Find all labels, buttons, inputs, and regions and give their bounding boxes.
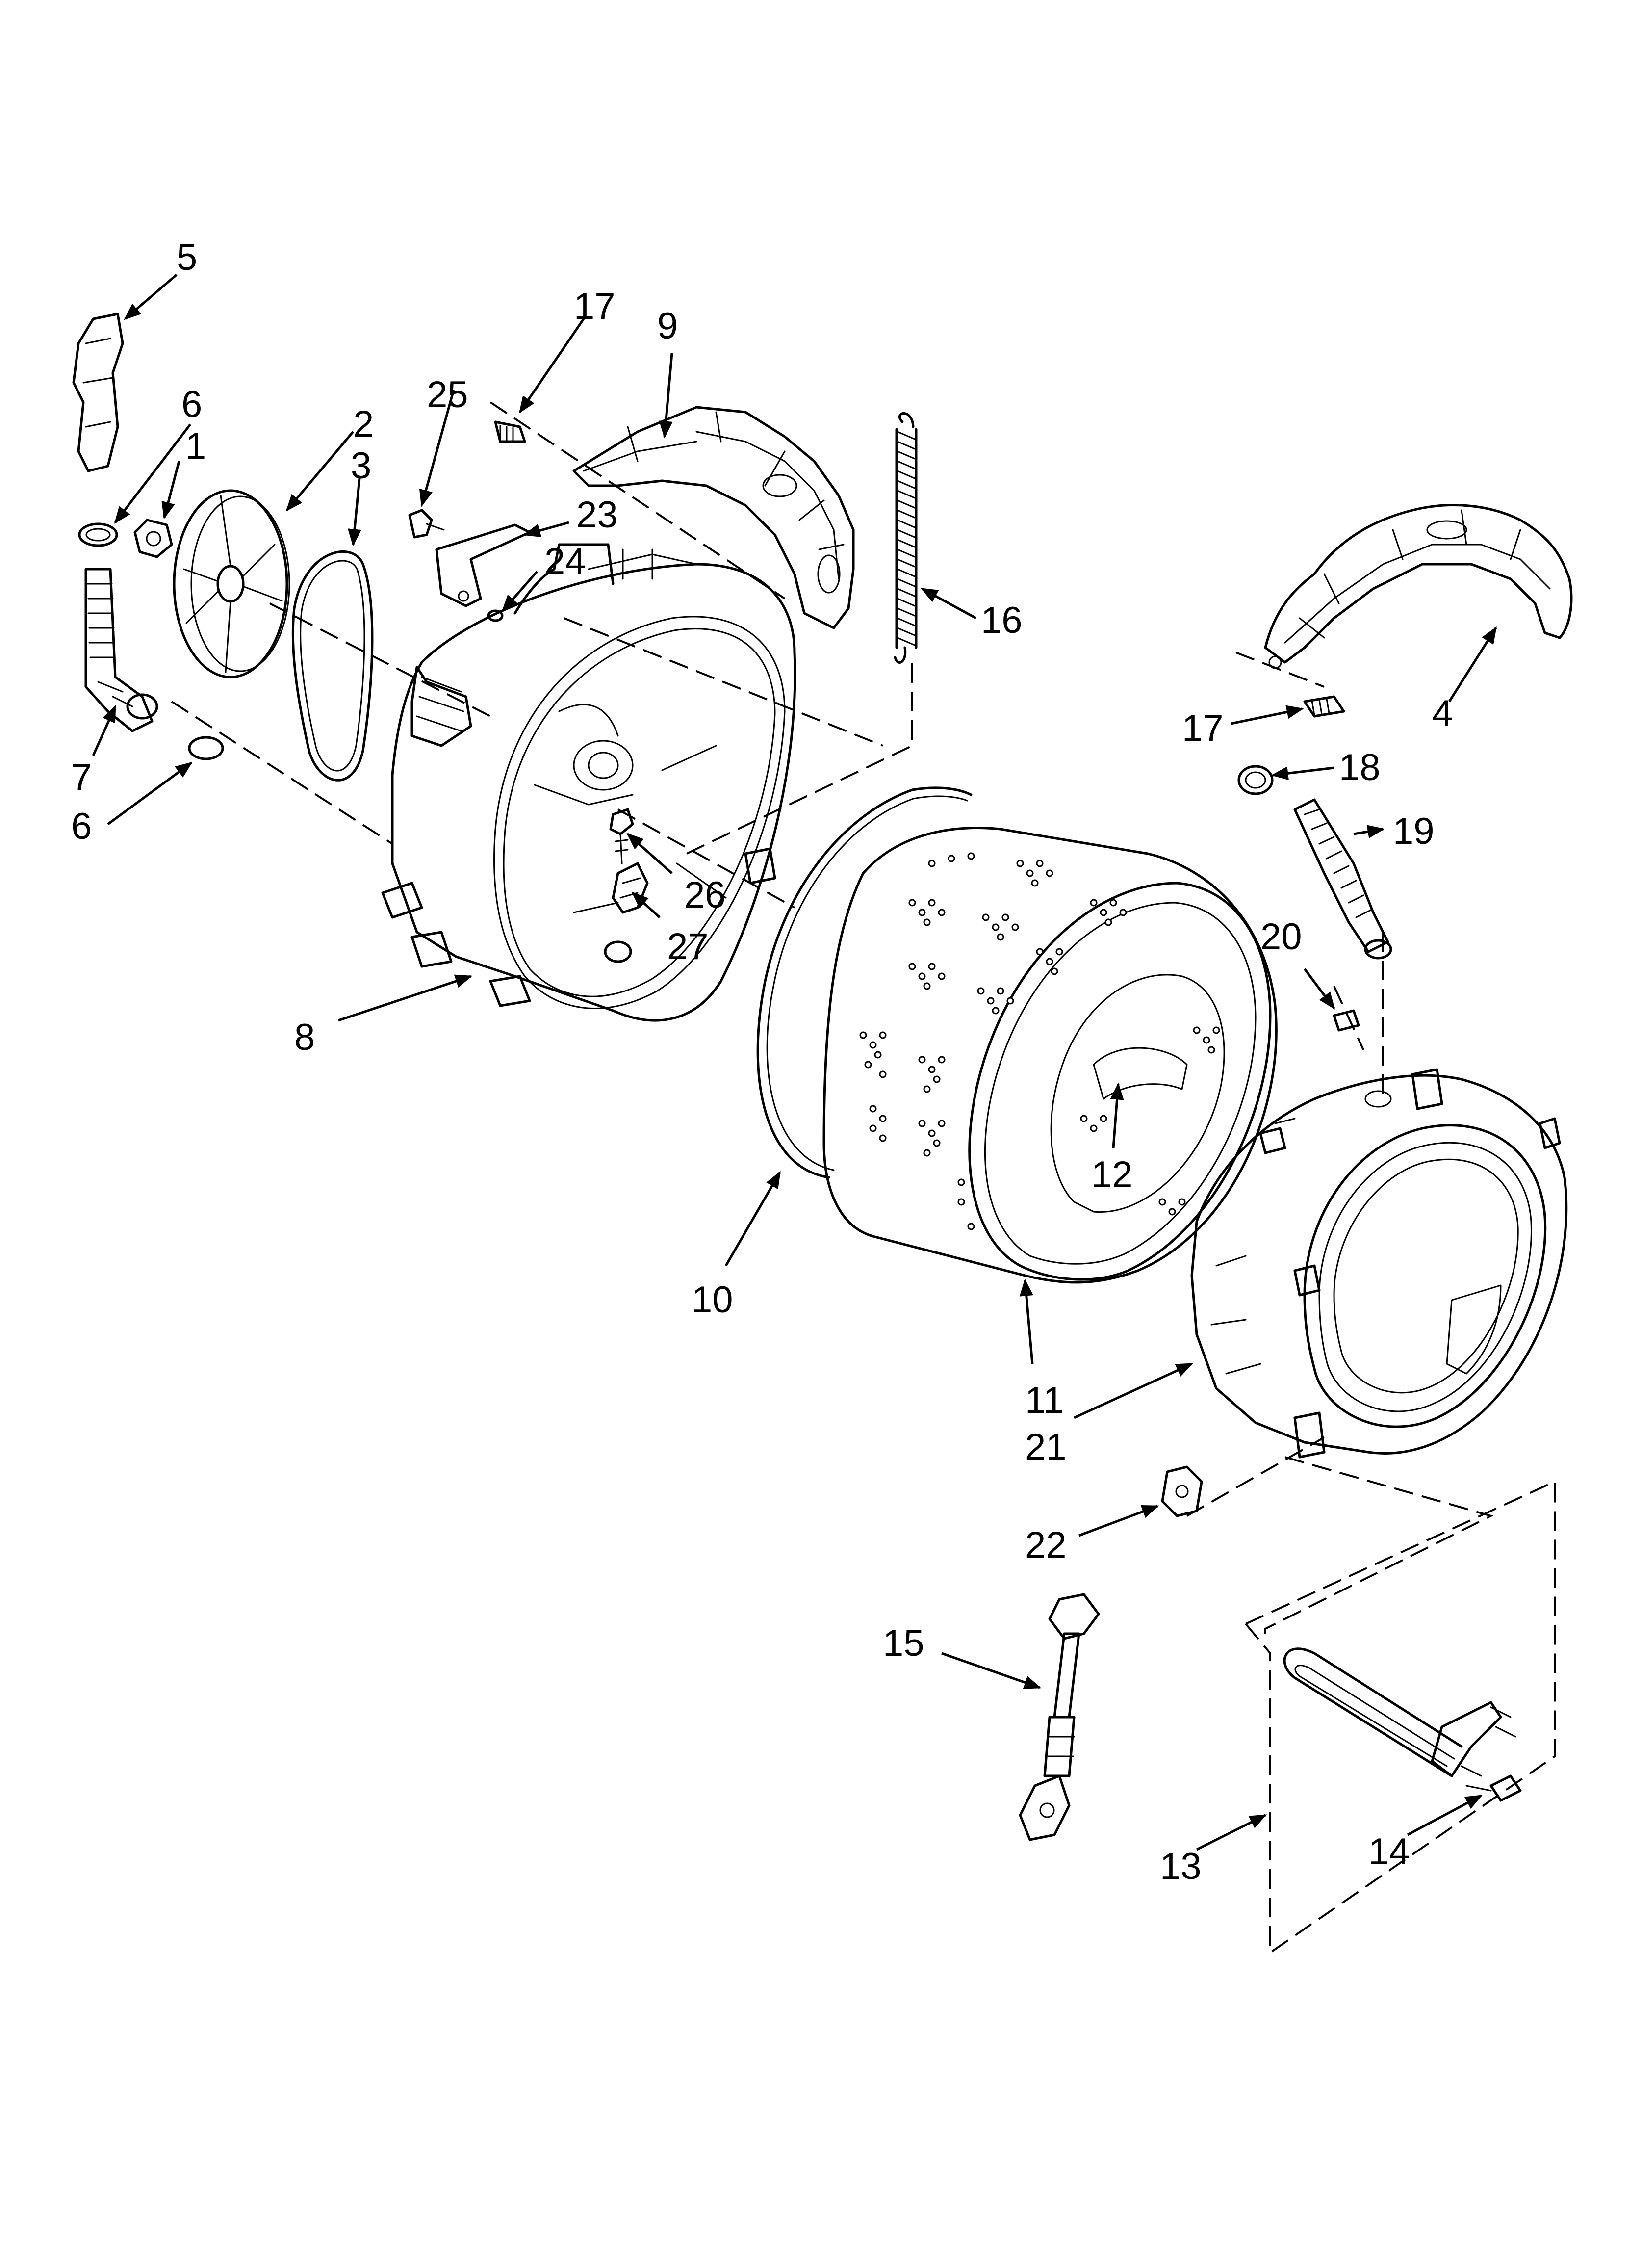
part-13-heater-group xyxy=(1245,1480,1556,1955)
part-15-damper xyxy=(1019,1593,1100,1841)
callout-1: 1 xyxy=(185,425,206,467)
callout-9: 9 xyxy=(657,305,678,347)
callout-11: 11 xyxy=(1025,1380,1064,1421)
part-24-washer xyxy=(487,609,504,622)
part-27-clip xyxy=(604,862,649,963)
callout-2: 2 xyxy=(353,403,374,445)
part-9-counterweight xyxy=(572,406,855,629)
part-1-nut xyxy=(133,519,173,558)
part-19-hose xyxy=(1293,798,1392,960)
callout-8: 8 xyxy=(294,1017,315,1058)
part-18-clamp xyxy=(1237,765,1274,795)
part-6-clamp-lower xyxy=(188,736,224,760)
callout-6-lower: 6 xyxy=(71,806,92,847)
callout-7: 7 xyxy=(71,756,92,798)
callout-20: 20 xyxy=(1260,916,1302,958)
part-5-bracket xyxy=(72,313,124,472)
part-7-hose xyxy=(84,568,158,732)
part-10-seal-ring xyxy=(756,786,973,1179)
callout-labels: 5 6 1 2 3 25 17 9 23 24 16 7 6 26 27 8 1… xyxy=(71,236,1453,1887)
part-14-heating-element xyxy=(1283,1647,1522,1802)
callout-13: 13 xyxy=(1160,1846,1202,1887)
part-16-spring xyxy=(894,412,918,664)
assembly-lines xyxy=(171,401,1494,1634)
callout-4: 4 xyxy=(1432,693,1453,734)
part-2-pulley xyxy=(173,489,290,678)
callout-15: 15 xyxy=(883,1622,924,1664)
callout-12: 12 xyxy=(1091,1154,1133,1196)
part-23-bracket xyxy=(435,523,531,607)
callout-21: 21 xyxy=(1025,1426,1067,1468)
part-3-belt xyxy=(291,550,374,782)
callout-5: 5 xyxy=(177,236,197,278)
part-21-front-tub xyxy=(1190,1068,1568,1459)
part-17-screw-upper xyxy=(494,420,526,443)
callout-17-upper: 17 xyxy=(574,286,616,327)
callout-10: 10 xyxy=(692,1279,733,1321)
callout-18: 18 xyxy=(1339,747,1381,788)
callout-23: 23 xyxy=(576,494,618,536)
callout-16: 16 xyxy=(981,600,1023,641)
part-11-drum xyxy=(822,827,1278,1284)
part-25-screw xyxy=(408,509,445,539)
part-26-screw xyxy=(609,808,634,864)
part-22-pad xyxy=(1161,1465,1203,1517)
callout-17-lower: 17 xyxy=(1182,707,1224,749)
part-8-rear-tub xyxy=(381,543,796,1022)
callout-22: 22 xyxy=(1025,1524,1067,1566)
part-17-screw-lower xyxy=(1303,695,1345,718)
callout-6-upper: 6 xyxy=(181,384,202,425)
callout-25: 25 xyxy=(427,374,468,416)
callout-arrows xyxy=(92,274,1497,1851)
part-6-clamp xyxy=(78,522,118,547)
drum-perforations xyxy=(859,852,1220,1230)
callout-26: 26 xyxy=(684,874,726,916)
part-20-clip xyxy=(1333,1009,1360,1032)
callout-3: 3 xyxy=(351,445,371,487)
part-4-counterweight xyxy=(1264,504,1573,669)
callout-27: 27 xyxy=(667,926,709,967)
callout-24: 24 xyxy=(544,541,586,582)
callout-19: 19 xyxy=(1393,810,1435,852)
callout-14: 14 xyxy=(1368,1831,1410,1873)
